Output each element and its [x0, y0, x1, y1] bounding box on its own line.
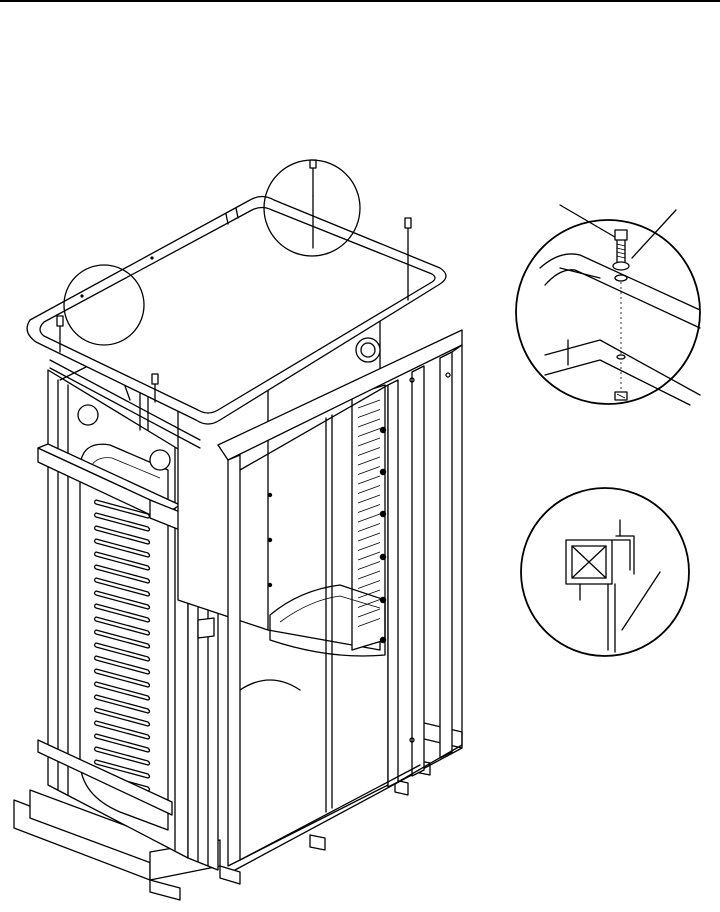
louvre-slot [357, 580, 381, 589]
louvre-slot [357, 456, 381, 466]
louvre-slot [93, 720, 151, 740]
louvre-slot [93, 564, 151, 584]
louvre-slot [357, 409, 381, 418]
louvre-slot [93, 538, 151, 558]
louvre-slot [357, 428, 381, 437]
louvre-slot [357, 561, 381, 570]
louvre-slot [357, 494, 381, 504]
grommet [267, 492, 273, 498]
louvre-slot [93, 616, 151, 636]
grommet [379, 596, 387, 604]
frame-bolts [56, 159, 412, 403]
left-handle-bar [37, 443, 181, 816]
grommet [379, 468, 387, 476]
louvre-slot [357, 475, 381, 485]
detail-view-bolt [515, 204, 701, 406]
louvre-slot [357, 608, 381, 618]
louvre-slot [93, 746, 151, 766]
detail-view-corner [520, 487, 690, 657]
louvre-slot [93, 694, 151, 714]
louvre-slot [357, 399, 381, 409]
right-louvres [357, 399, 381, 627]
louvre-slot [357, 485, 381, 494]
left-louvres [93, 499, 151, 792]
louvre-slot [93, 733, 151, 753]
louvre-slot [357, 551, 381, 561]
louvre-slot [357, 542, 381, 551]
louvre-slot [93, 590, 151, 610]
louvre-slot [357, 437, 381, 447]
louvre-slot [93, 759, 151, 779]
front-frame [217, 329, 463, 867]
louvre-slot [357, 513, 381, 523]
grommet [379, 510, 387, 518]
louvre-slot [93, 499, 151, 519]
louvre-slot [357, 570, 381, 580]
left-louvred-panel [79, 443, 169, 831]
louvre-slot [357, 447, 381, 456]
louvre-slot [93, 642, 151, 662]
callout-circle-top-right [263, 159, 361, 257]
louvre-slot [93, 629, 151, 649]
grommet [379, 636, 387, 644]
louvre-slot [357, 599, 381, 608]
louvre-slot [357, 523, 381, 532]
louvre-slot [93, 668, 151, 688]
louvre-slot [93, 525, 151, 545]
grommet [267, 537, 273, 543]
louvre-slot [357, 466, 381, 475]
louvre-slot [357, 418, 381, 428]
louvre-slot [93, 707, 151, 727]
grommet [267, 582, 273, 588]
right-inner-panel [351, 384, 386, 651]
louvre-slot [93, 512, 151, 532]
grommet [379, 426, 387, 434]
louvre-slot [357, 618, 381, 627]
grommet [379, 553, 387, 561]
cabinet-frame-view [13, 159, 463, 901]
top-rail-frame [26, 195, 447, 449]
louvre-slot [93, 681, 151, 701]
louvre-slot [93, 551, 151, 571]
louvre-slot [93, 655, 151, 675]
callout-circle-top-left [63, 264, 145, 346]
louvre-slot [357, 504, 381, 513]
top-rule [0, 0, 720, 2]
louvre-slot [93, 603, 151, 623]
interior-floor [239, 584, 386, 691]
louvre-slot [93, 577, 151, 597]
louvre-slot [357, 532, 381, 542]
frame-grommets [267, 426, 387, 644]
